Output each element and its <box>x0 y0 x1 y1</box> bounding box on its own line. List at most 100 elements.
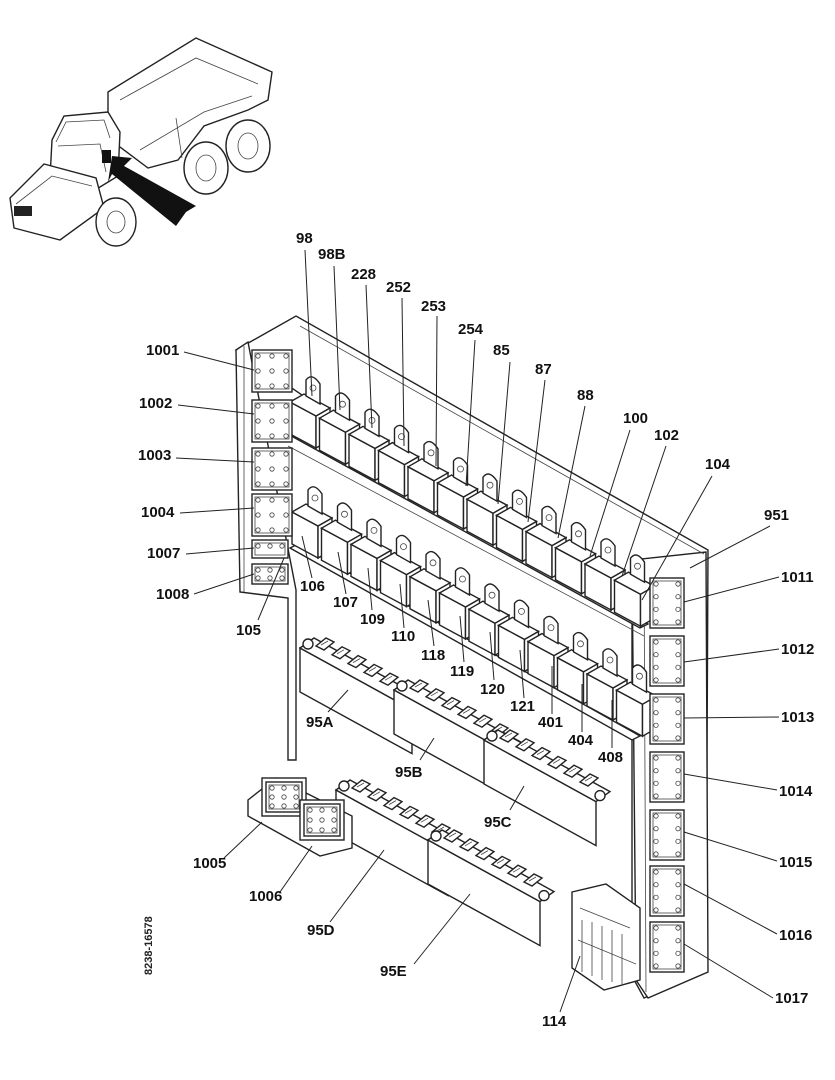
connector-1003 <box>251 447 293 491</box>
leader-line <box>621 445 667 577</box>
label-120: 120 <box>480 681 505 698</box>
label-404: 404 <box>568 732 594 749</box>
label-106: 106 <box>300 578 325 595</box>
connector-1002 <box>251 399 293 443</box>
leader-line <box>367 567 373 611</box>
upper-relay-row <box>288 376 656 628</box>
leader-line <box>337 551 347 595</box>
leader-line <box>301 535 313 579</box>
leader-line <box>527 379 546 523</box>
label-102: 102 <box>654 427 679 444</box>
leader-line <box>683 773 778 791</box>
leader-line <box>683 576 780 603</box>
leader-line <box>519 649 525 699</box>
connector-1011 <box>649 577 685 629</box>
relay-lower-12 <box>615 664 658 738</box>
relay-lower-9 <box>526 615 570 689</box>
leader-line <box>257 557 285 621</box>
fuse-holder-95c <box>482 729 612 847</box>
leader-line <box>683 883 778 935</box>
label-1016: 1016 <box>779 927 812 944</box>
label-107: 107 <box>333 594 358 611</box>
connector-1004 <box>251 493 293 537</box>
leader-line <box>193 573 255 595</box>
leader-line <box>557 405 586 539</box>
label-100: 100 <box>623 410 648 427</box>
label-95d: 95D <box>307 922 335 939</box>
label-1007: 1007 <box>147 545 180 562</box>
label-121: 121 <box>510 698 535 715</box>
fuse-holder-95d <box>334 779 464 897</box>
leader-line <box>459 615 465 663</box>
label-1003: 1003 <box>138 447 171 464</box>
label-85: 85 <box>493 342 510 359</box>
leader-line <box>399 583 405 629</box>
leader-line <box>401 297 405 447</box>
label-1001: 1001 <box>146 342 179 359</box>
arrow-icon <box>108 156 196 226</box>
articulated-hauler-illustration <box>9 37 273 247</box>
callout-labels: 98 98B 228 252 253 254 85 87 88 100 102 … <box>138 230 814 1030</box>
label-252: 252 <box>386 279 411 296</box>
label-1011: 1011 <box>781 569 814 586</box>
connector-1006 <box>303 803 341 837</box>
relay-upper-11 <box>583 538 627 612</box>
label-1017: 1017 <box>775 990 808 1007</box>
leader-line <box>304 249 313 397</box>
label-1013: 1013 <box>781 709 814 726</box>
left-connector-column <box>251 349 293 585</box>
label-1008: 1008 <box>156 586 189 603</box>
label-110: 110 <box>391 628 415 645</box>
terminal-block <box>571 883 641 991</box>
leader-line <box>435 315 438 467</box>
label-1015: 1015 <box>779 854 812 871</box>
leader-line <box>683 716 780 719</box>
connector-1014 <box>649 751 685 803</box>
label-87: 87 <box>535 361 552 378</box>
label-1014: 1014 <box>779 783 813 800</box>
location-marker <box>102 150 111 163</box>
label-1004: 1004 <box>141 504 175 521</box>
label-118: 118 <box>421 647 445 664</box>
leader-line <box>427 599 435 647</box>
leader-line <box>509 785 525 811</box>
connector-1017 <box>649 921 685 973</box>
leader-line <box>333 265 341 411</box>
label-401: 401 <box>538 714 563 731</box>
lower-relay-row <box>290 486 658 738</box>
reference-code: 8238-16578 <box>143 916 155 975</box>
label-1005: 1005 <box>193 855 226 872</box>
fuse-holder-95e <box>426 829 556 947</box>
connector-1012 <box>649 635 685 687</box>
label-88: 88 <box>577 387 594 404</box>
leader-line <box>641 475 713 601</box>
connector-1005 <box>265 781 303 813</box>
leader-line <box>177 404 255 415</box>
leader-line <box>327 689 349 713</box>
leader-line <box>419 737 435 761</box>
label-254: 254 <box>458 321 484 338</box>
label-253: 253 <box>421 298 446 315</box>
connector-1007 <box>251 539 289 559</box>
right-connector-column <box>649 577 685 973</box>
label-228: 228 <box>351 266 376 283</box>
leader-line <box>683 648 780 663</box>
leader-line <box>589 429 631 557</box>
label-1006: 1006 <box>249 888 282 905</box>
connector-1008 <box>251 563 289 585</box>
leader-line <box>683 831 778 862</box>
label-109: 109 <box>360 611 385 628</box>
leader-line <box>175 457 255 463</box>
leader-line <box>279 845 313 893</box>
label-951: 951 <box>764 507 789 524</box>
label-95e: 95E <box>380 963 407 980</box>
leader-line <box>689 525 771 569</box>
label-408: 408 <box>598 749 623 766</box>
connector-1013 <box>649 693 685 745</box>
leader-line <box>365 284 373 429</box>
leader-line <box>489 631 495 681</box>
label-1002: 1002 <box>139 395 172 412</box>
connector-1016 <box>649 865 685 917</box>
